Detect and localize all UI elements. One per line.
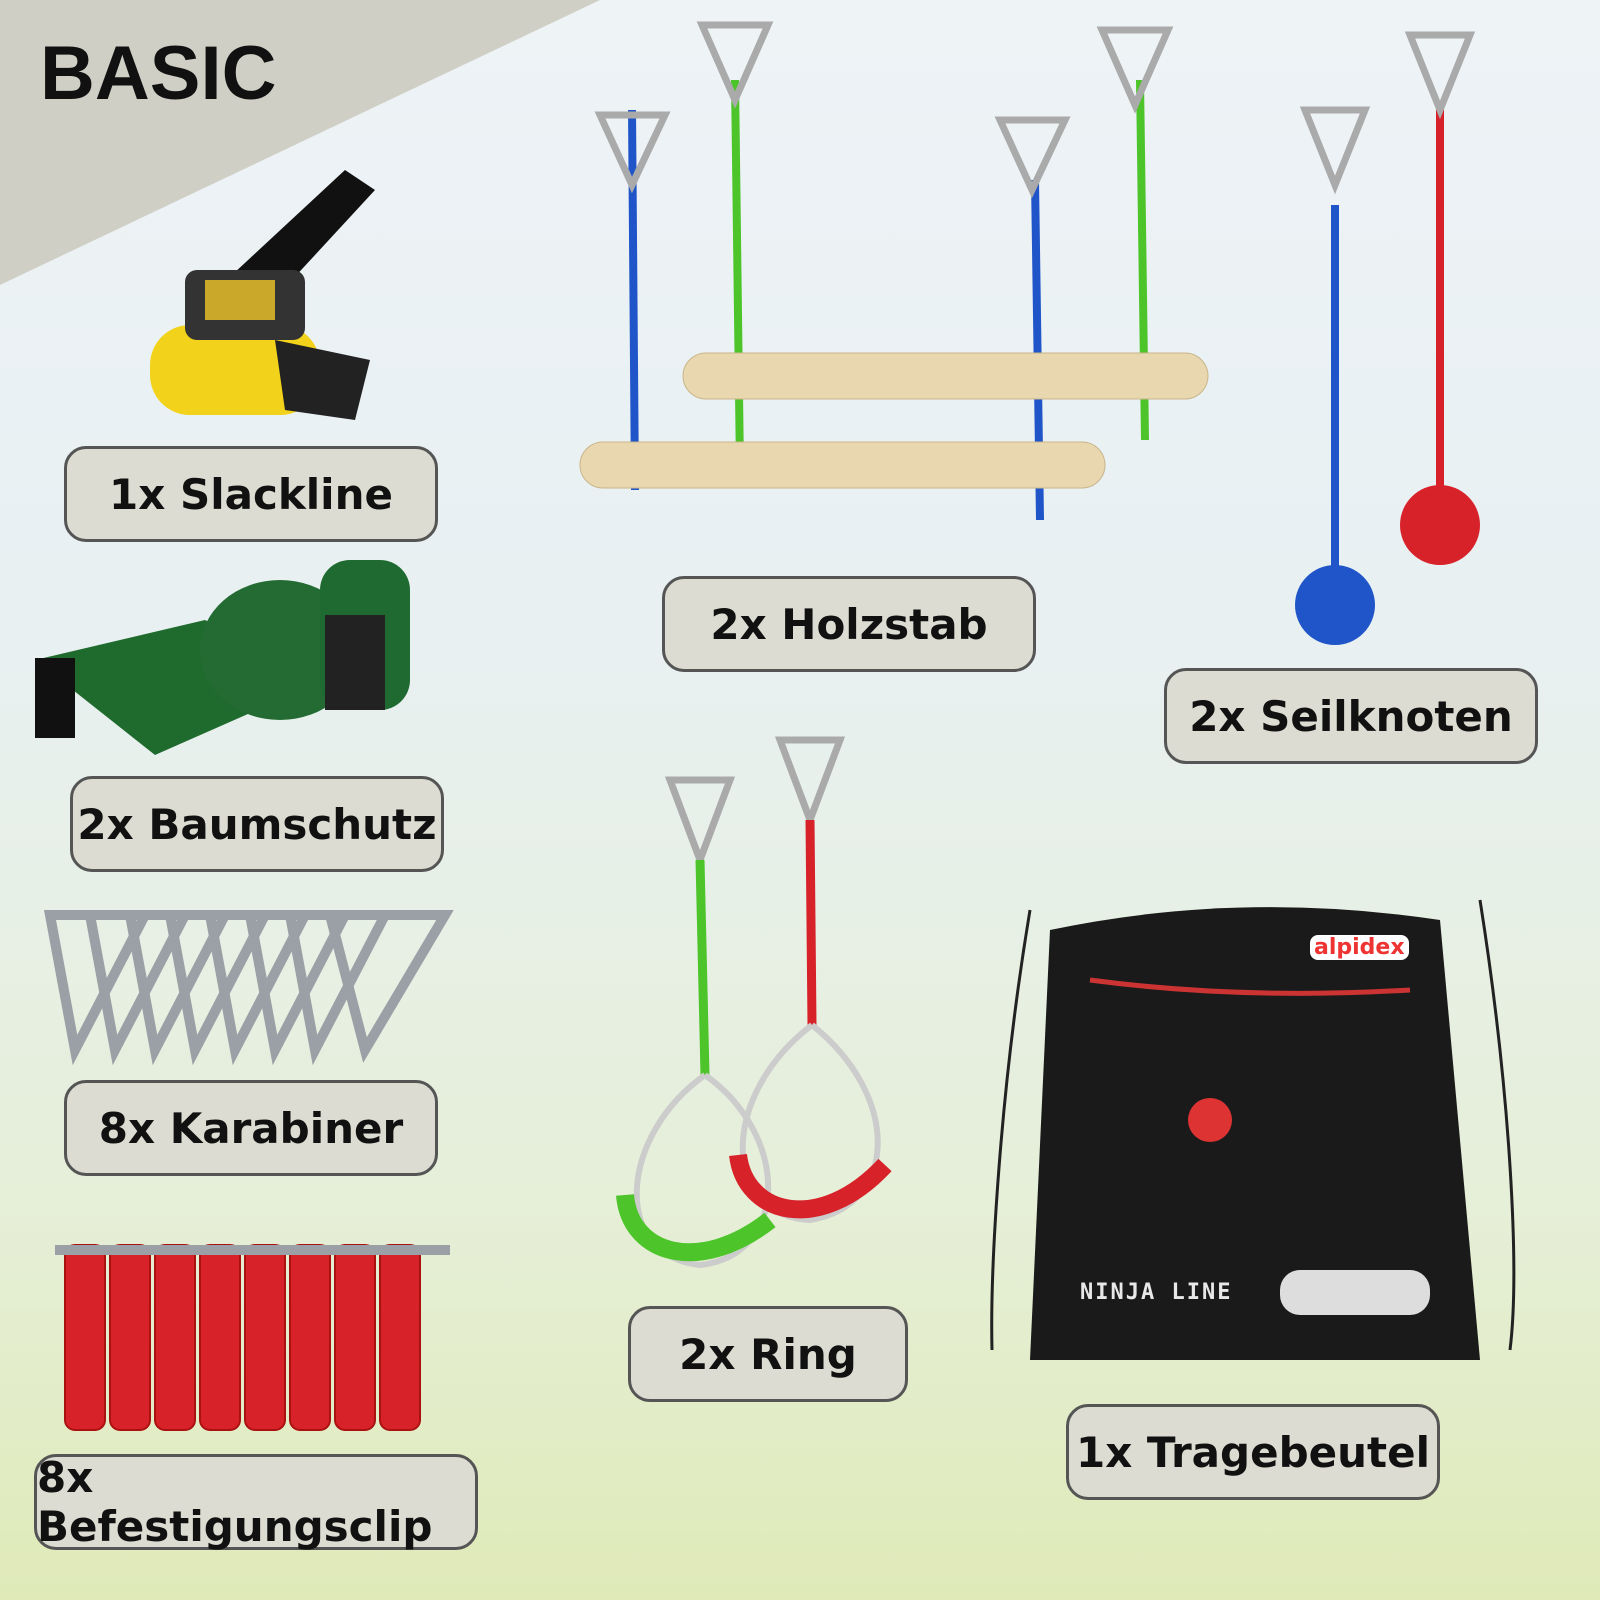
label-seilknoten: 2x Seilknoten [1164,668,1538,764]
bag-logo: alpidex [1310,935,1409,960]
drawstring-bag-image [990,899,1516,1360]
page-title: BASIC [40,31,277,116]
gym-rings-image [616,736,892,1269]
label-slackline: 1x Slackline [64,446,438,542]
wooden-bars-image [579,21,1209,521]
slackline-image [150,170,375,420]
label-holzstab: 2x Holzstab [662,576,1036,672]
tree-protector-image [35,560,410,755]
label-tragebeutel: 1x Tragebeutel [1066,1404,1440,1500]
label-ring: 2x Ring [628,1306,908,1402]
carabiners-image [43,910,454,1066]
bag-print: NINJA LINE [1080,1280,1233,1305]
mounting-clips-image [55,1244,450,1431]
label-befestigungsclip: 8x Befestigungsclip [34,1453,478,1551]
label-baumschutz: 2x Baumschutz [70,776,444,872]
rope-knots-image [1295,31,1480,645]
label-karabiner: 8x Karabiner [64,1080,438,1176]
